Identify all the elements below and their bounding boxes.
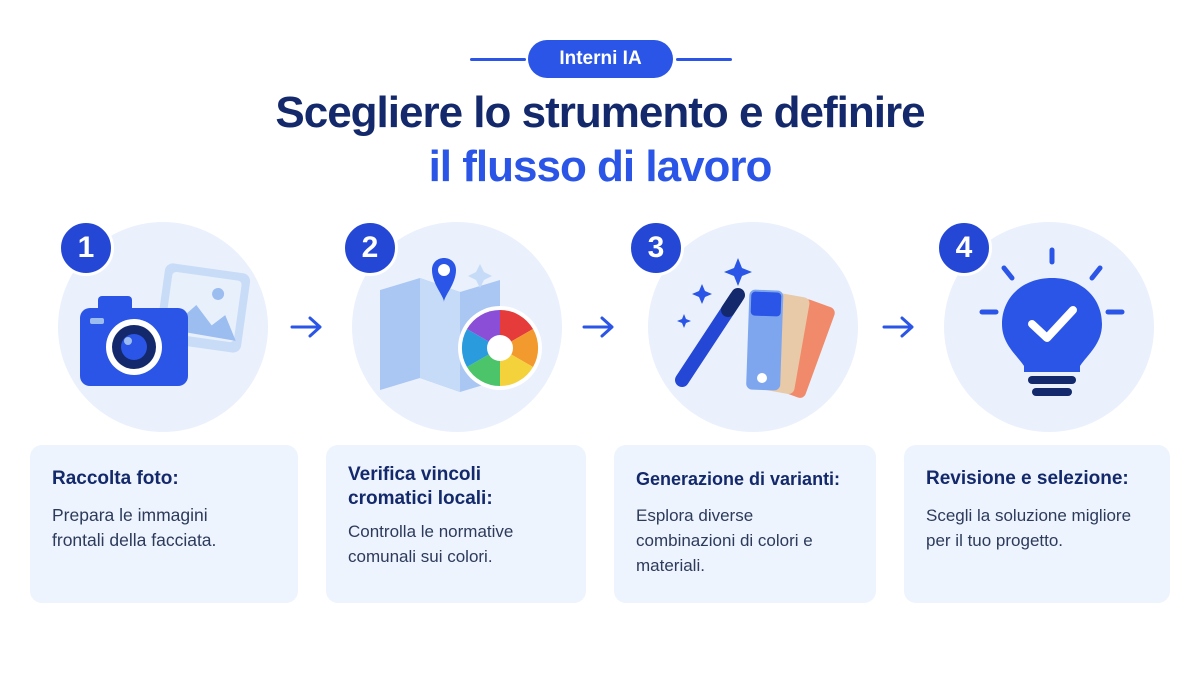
- category-badge: Interni IA: [528, 40, 673, 78]
- step-1-title: Raccolta foto:: [52, 468, 179, 489]
- step-1-number-badge: 1: [58, 220, 114, 276]
- step-4-number-badge: 4: [936, 220, 992, 276]
- step-2-text: Controlla le normative comunali sui colo…: [348, 522, 514, 566]
- step-4-text: Scegli la soluzione migliore per il tuo …: [926, 506, 1132, 550]
- step-2-title: Verifica vincoli cromatici locali:: [348, 464, 493, 509]
- step-3-card: Generazione di varianti: Esplora diverse…: [614, 445, 876, 603]
- map-color-wheel-icon: [380, 258, 542, 392]
- step-4-card: Revisione e selezione: Scegli la soluzio…: [904, 445, 1170, 603]
- step-2-number-badge: 2: [342, 220, 398, 276]
- badge-left-line: [470, 58, 526, 61]
- step-1-card: Raccolta foto: Prepara le immagini front…: [30, 445, 298, 603]
- magic-wand-swatches-icon: [675, 258, 835, 398]
- arrow-right-icon: [582, 316, 614, 338]
- header-badge-row: Interni IA: [0, 40, 1200, 78]
- badge-right-line: [676, 58, 732, 61]
- arrow-right-icon: [882, 316, 914, 338]
- arrow-right-icon: [290, 316, 322, 338]
- page-title-line2: il flusso di lavoro: [428, 142, 773, 191]
- page-title-line1: Scegliere lo strumento e definire: [275, 88, 925, 137]
- lightbulb-check-icon: [979, 247, 1125, 396]
- step-2-card: Verifica vincoli cromatici locali: Contr…: [326, 445, 586, 603]
- step-3-title: Generazione di varianti:: [636, 469, 841, 489]
- step-4-title: Revisione e selezione:: [926, 468, 1129, 489]
- step-1-text: Prepara le immagini frontali della facci…: [52, 505, 217, 550]
- camera-photo-icon: [80, 263, 251, 386]
- step-3-text: Esplora diverse combinazioni di colori e…: [636, 506, 813, 575]
- step-3-number-badge: 3: [628, 220, 684, 276]
